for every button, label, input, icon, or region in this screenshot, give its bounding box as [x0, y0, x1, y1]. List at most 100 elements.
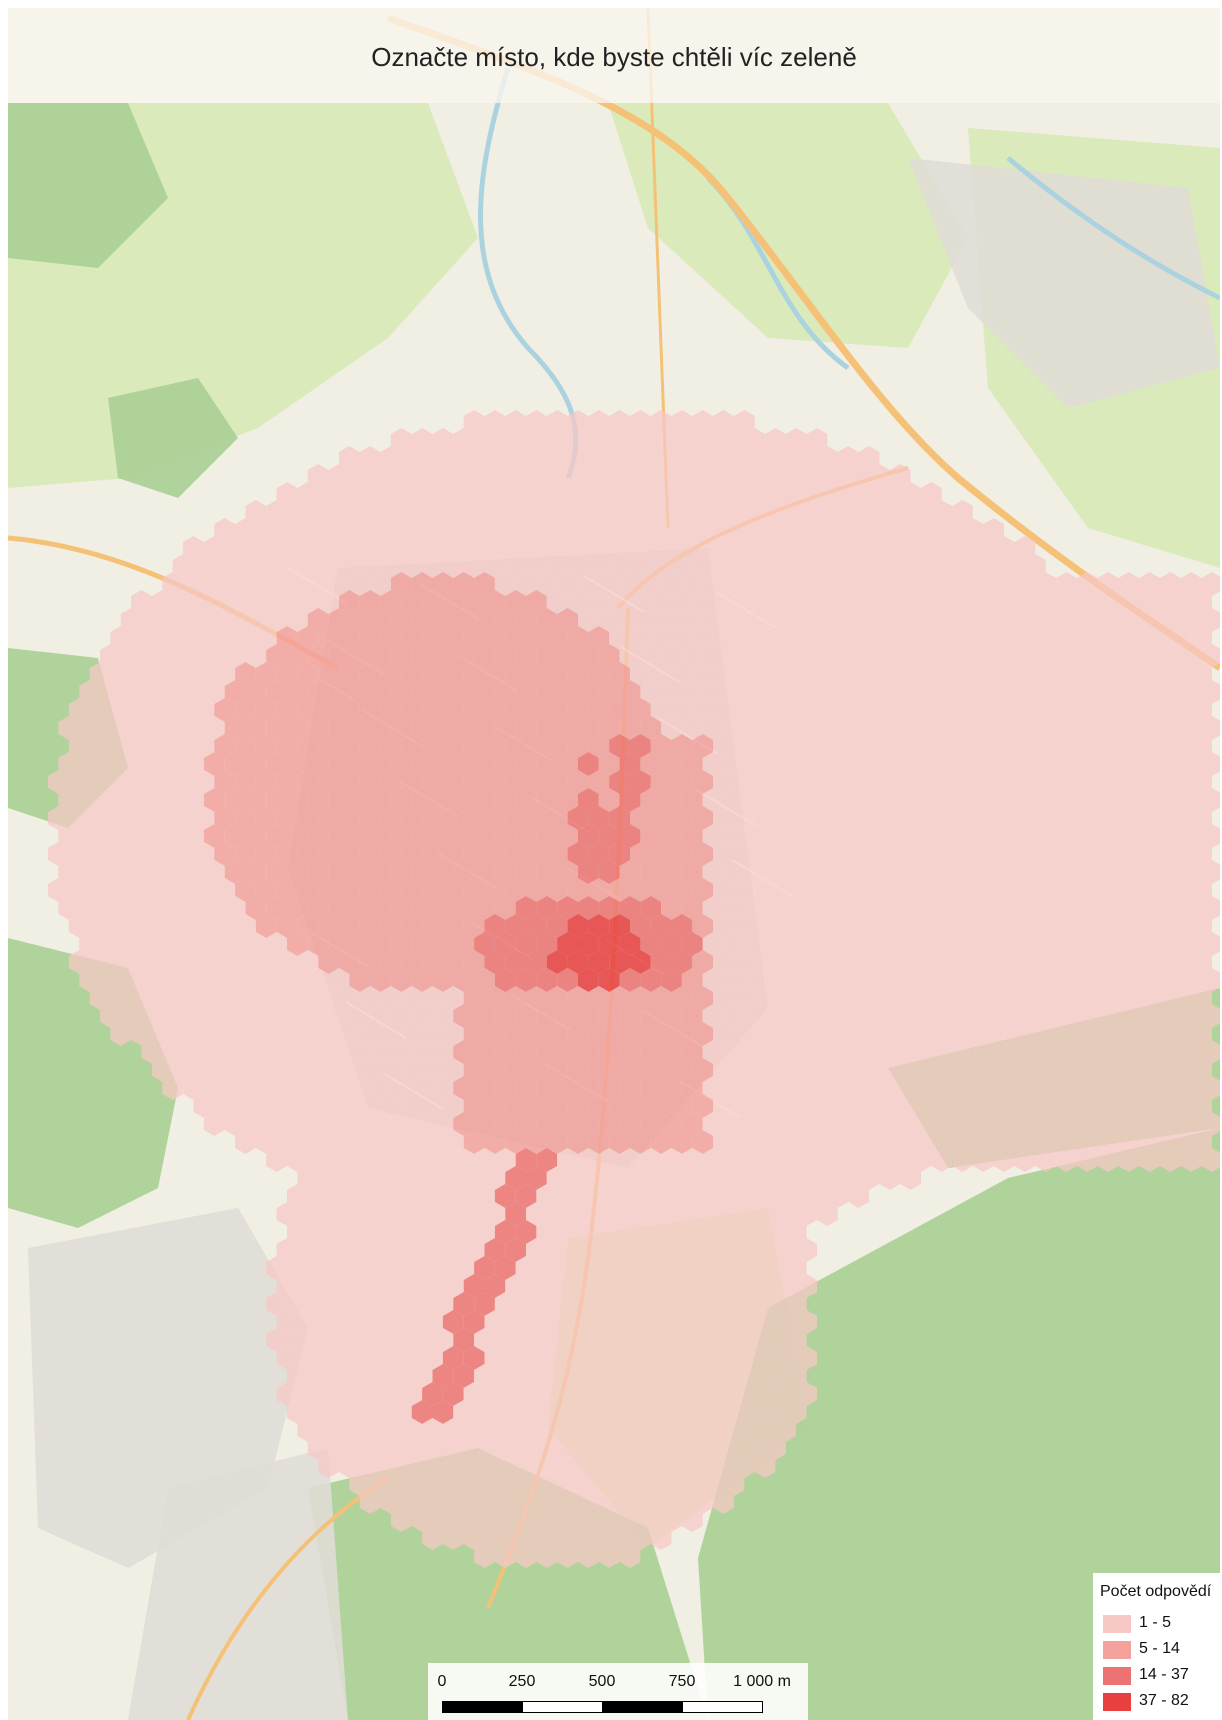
- density-hexagon: [640, 1076, 662, 1100]
- density-hexagon: [484, 410, 506, 434]
- density-hexagon: [339, 986, 360, 1010]
- density-hexagon: [941, 950, 963, 974]
- density-hexagon: [661, 572, 682, 596]
- density-hexagon: [931, 932, 953, 956]
- density-hexagon: [1149, 950, 1171, 974]
- density-hexagon: [1118, 1148, 1140, 1172]
- density-hexagon: [588, 1094, 610, 1118]
- density-hexagon: [318, 1130, 339, 1154]
- density-hexagon: [1108, 1022, 1129, 1046]
- density-hexagon: [744, 536, 766, 560]
- density-hexagon: [1045, 734, 1067, 758]
- density-hexagon: [619, 896, 641, 920]
- density-hexagon: [567, 986, 589, 1010]
- density-hexagon: [910, 680, 932, 704]
- density-hexagon: [411, 1184, 433, 1208]
- density-hexagon: [380, 1166, 402, 1190]
- density-hexagon: [235, 590, 256, 614]
- density-hexagon: [432, 1328, 454, 1352]
- density-hexagon: [806, 644, 828, 668]
- density-hexagon: [744, 1112, 766, 1136]
- density-hexagon: [910, 1112, 932, 1136]
- density-hexagon: [193, 734, 215, 758]
- density-hexagon: [442, 1454, 464, 1478]
- density-hexagon: [983, 1094, 1005, 1118]
- density-hexagon: [494, 1436, 516, 1460]
- density-hexagon: [796, 734, 817, 758]
- density-hexagon: [193, 698, 215, 722]
- forest-area: [108, 378, 238, 498]
- density-hexagon: [235, 770, 256, 794]
- density-hexagon: [370, 1364, 391, 1388]
- legend-title: Počet odpovědí: [1100, 1583, 1212, 1600]
- density-hexagon: [432, 932, 454, 956]
- density-hexagon: [889, 716, 911, 740]
- density-hexagon: [598, 572, 620, 596]
- density-hexagon: [837, 662, 859, 686]
- density-hexagon: [546, 626, 568, 650]
- density-hexagon: [328, 680, 350, 704]
- density-hexagon: [1004, 878, 1025, 902]
- density-hexagon: [1139, 788, 1160, 812]
- density-hexagon: [848, 536, 869, 560]
- map-canvas[interactable]: [8, 8, 1220, 1720]
- density-hexagon: [255, 1022, 277, 1046]
- density-hexagon: [370, 716, 391, 740]
- density-hexagon: [1108, 1094, 1129, 1118]
- density-hexagon: [650, 1490, 672, 1514]
- density-hexagon: [619, 680, 641, 704]
- density-hexagon: [1056, 860, 1077, 884]
- map-frame[interactable]: Označte místo, kde byste chtěli víc zele…: [8, 8, 1220, 1720]
- density-hexagon: [775, 662, 797, 686]
- density-hexagon: [993, 680, 1015, 704]
- density-hexagon: [131, 986, 152, 1010]
- density-hexagon: [151, 914, 173, 938]
- density-hexagon: [609, 806, 630, 830]
- density-hexagon: [484, 1094, 506, 1118]
- density-hexagon: [1014, 680, 1036, 704]
- density-hexagon: [411, 572, 433, 596]
- density-hexagon: [1045, 1094, 1067, 1118]
- density-hexagon: [474, 1436, 495, 1460]
- density-hexagon: [567, 698, 589, 722]
- density-hexagon: [380, 914, 402, 938]
- density-hexagon: [328, 1400, 350, 1424]
- density-hexagon: [276, 1238, 298, 1262]
- density-hexagon: [1045, 698, 1067, 722]
- density-hexagon: [1128, 950, 1150, 974]
- density-hexagon: [806, 680, 828, 704]
- density-hexagon: [879, 1022, 901, 1046]
- density-hexagon: [318, 1238, 339, 1262]
- density-hexagon: [349, 1292, 371, 1316]
- density-hexagon: [463, 1454, 485, 1478]
- density-hexagon: [370, 1472, 391, 1496]
- density-hexagon: [827, 1004, 849, 1028]
- density-hexagon: [453, 1148, 475, 1172]
- density-hexagon: [411, 1004, 433, 1028]
- density-hexagon: [609, 1274, 630, 1298]
- density-hexagon: [401, 950, 423, 974]
- density-hexagon: [1139, 752, 1160, 776]
- density-hexagon: [255, 1058, 277, 1082]
- density-hexagon: [557, 464, 578, 488]
- density-hexagon: [598, 752, 620, 776]
- density-hexagon: [1056, 572, 1077, 596]
- density-hexagon: [713, 482, 734, 506]
- density-hexagon: [702, 1328, 724, 1352]
- density-hexagon: [536, 680, 558, 704]
- density-hexagon: [567, 1238, 589, 1262]
- density-hexagon: [183, 860, 204, 884]
- density-hexagon: [266, 896, 287, 920]
- density-hexagon: [463, 1490, 485, 1514]
- density-hexagon: [598, 1184, 620, 1208]
- density-hexagon: [713, 626, 734, 650]
- density-hexagon: [650, 1382, 672, 1406]
- density-hexagon: [889, 1004, 911, 1028]
- density-hexagon: [89, 842, 111, 866]
- density-hexagon: [162, 860, 184, 884]
- density-hexagon: [723, 788, 745, 812]
- density-hexagon: [848, 572, 869, 596]
- density-hexagon: [339, 950, 360, 974]
- density-hexagon: [588, 1346, 610, 1370]
- density-hexagon: [1066, 770, 1088, 794]
